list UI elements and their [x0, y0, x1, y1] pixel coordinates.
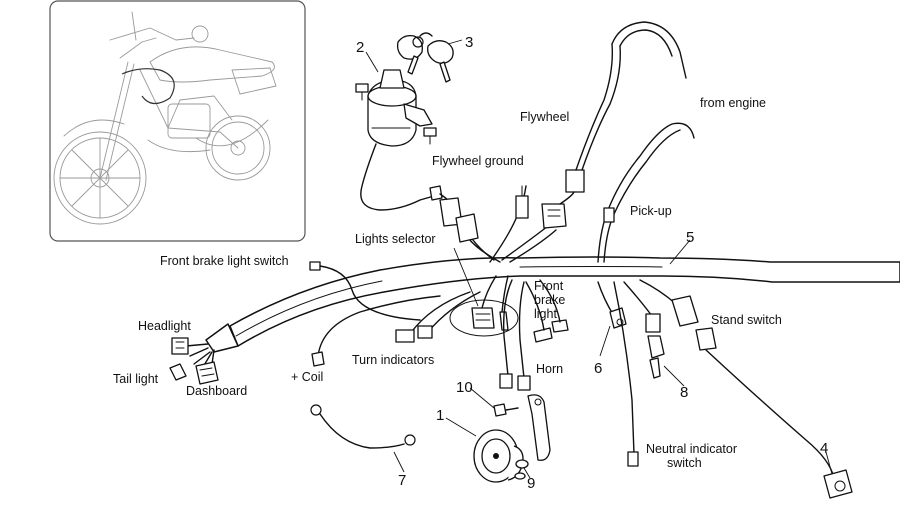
label-front-brake-light-line2: brake: [534, 293, 565, 307]
part-numbers: 2 3 5 6 8 4 1 10 9 7: [356, 34, 828, 492]
label-lights-selector: Lights selector: [355, 232, 436, 246]
tail-light-connector: [169, 363, 187, 381]
label-dashboard: Dashboard: [186, 384, 247, 398]
label-neutral-indicator-line1: Neutral indicator: [646, 442, 737, 456]
horn-wires: [499, 279, 531, 391]
label-tail-light: Tail light: [113, 372, 159, 386]
label-front-brake-light-switch: Front brake light switch: [160, 254, 289, 268]
front-brake-light-connector: [525, 279, 569, 343]
label-horn: Horn: [536, 362, 563, 376]
flywheel-ground-wire: [489, 185, 529, 263]
key-set: [396, 32, 454, 83]
neutral-indicator-wire: [613, 281, 639, 467]
horn-bracket: [514, 394, 551, 480]
part-number-5: 5: [686, 229, 694, 246]
part-number-9: 9: [527, 475, 535, 492]
stand-switch-4: [823, 469, 853, 499]
flywheel-connector: [501, 43, 621, 263]
part-number-1: 1: [436, 407, 444, 424]
label-stand-switch: Stand switch: [711, 313, 782, 327]
dashboard-connector: [195, 361, 219, 385]
label-pick-up: Pick-up: [630, 204, 672, 218]
leader-lines: [365, 39, 833, 479]
ignition-harness-wires: [439, 193, 501, 263]
motorcycle-inset: [49, 0, 306, 242]
label-turn-indicators: Turn indicators: [352, 353, 434, 367]
label-headlight: Headlight: [138, 319, 191, 333]
label-flywheel-ground: Flywheel ground: [432, 154, 524, 168]
ignition-switch: [355, 69, 443, 211]
labels: Front brake light switch Headlight Tail …: [113, 96, 782, 470]
headlight-connector: [171, 337, 189, 355]
label-neutral-indicator-line2: switch: [667, 456, 702, 470]
label-front-brake-light-line1: Front: [534, 279, 564, 293]
front-brake-switch-wire: [309, 261, 421, 321]
part-number-10: 10: [456, 379, 473, 396]
label-coil: + Coil: [291, 370, 323, 384]
turn-indicator-connectors: [395, 291, 481, 343]
part-number-7: 7: [398, 472, 406, 489]
label-from-engine: from engine: [700, 96, 766, 110]
coil-wire: [311, 295, 441, 367]
part-number-4: 4: [820, 440, 828, 457]
bolt-10: [493, 403, 519, 417]
ground-cable-7: [310, 404, 416, 449]
part-number-2: 2: [356, 39, 364, 56]
pick-up-wire: [597, 122, 695, 263]
main-harness: [185, 256, 900, 379]
stand-switch-wire: [639, 279, 835, 479]
label-front-brake-light-line3: light: [534, 307, 557, 321]
part-number-8: 8: [680, 384, 688, 401]
sensor-8: [623, 281, 665, 379]
part-number-6: 6: [594, 360, 602, 377]
lights-selector-connector: [449, 275, 519, 337]
engine-lead-wire: [611, 21, 687, 79]
part-number-3: 3: [465, 34, 473, 51]
label-flywheel: Flywheel: [520, 110, 569, 124]
